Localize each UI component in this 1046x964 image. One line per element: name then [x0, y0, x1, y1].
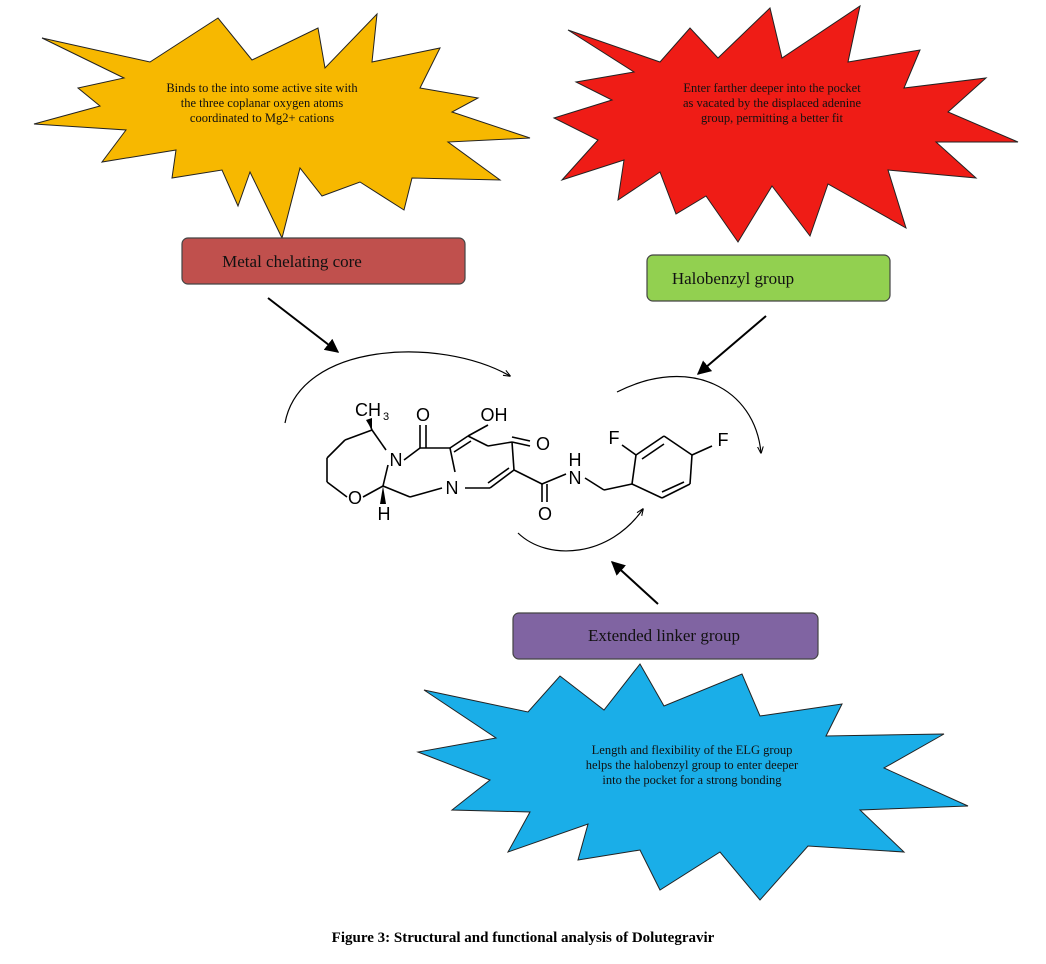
linker-note-line-2: helps the halobenzyl group to enter deep…: [586, 758, 799, 772]
metal-core-note-line-1: Binds to the into some active site with: [166, 81, 358, 95]
o-ring-label: O: [348, 488, 362, 508]
halobenzyl-burst: Enter farther deeper into the pocket as …: [552, 4, 1019, 243]
h-wedge: [380, 486, 386, 504]
metal-core-note-line-3: coordinated to Mg2+ cations: [190, 111, 334, 125]
linker-label-rect: [512, 612, 819, 660]
halobenzyl-label-rect: [646, 254, 891, 302]
halobenzyl-note-line-3: group, permitting a better fit: [701, 111, 844, 125]
metal-core-label-box: Metal chelating core: [181, 237, 466, 285]
halobenzyl-label-box: Halobenzyl group: [646, 254, 891, 302]
figure-caption: Figure 3: Structural and functional anal…: [332, 930, 715, 946]
metal-core-pointer-arrow: [267, 297, 340, 353]
linker-label: Extended linker group: [588, 626, 740, 645]
halobenzyl-label: Halobenzyl group: [672, 269, 794, 288]
benzyl-curved-arrow: [616, 376, 761, 453]
f2-label: F: [718, 430, 729, 450]
core-curved-arrow: [284, 351, 510, 424]
metal-core-burst: Binds to the into some active site with …: [33, 12, 531, 240]
metal-core-label: Metal chelating core: [222, 252, 362, 271]
halobenzyl-pointer-arrow: [696, 315, 767, 375]
linker-note-line-3: into the pocket for a strong bonding: [602, 773, 782, 787]
n1-label: N: [390, 450, 403, 470]
linker-pointer-arrow: [610, 561, 659, 605]
oh-label: OH: [481, 405, 508, 425]
h-label: H: [378, 504, 391, 524]
o-carbonyl-label: O: [416, 405, 430, 425]
ch3-label: CH: [355, 400, 381, 420]
linker-note-line-1: Length and flexibility of the ELG group: [592, 743, 793, 757]
n-amide-label: N: [569, 468, 582, 488]
dolutegravir-structure: CH 3 N N O H O OH O N H O F F: [326, 400, 729, 524]
h-amide-label: H: [569, 450, 582, 470]
ch3-subscript: 3: [383, 411, 389, 423]
linker-label-box: Extended linker group: [512, 612, 819, 660]
o-keto-label: O: [536, 434, 550, 454]
f1-label: F: [609, 428, 620, 448]
linker-burst: Length and flexibility of the ELG group …: [416, 663, 969, 901]
metal-core-label-rect: [181, 237, 466, 285]
burst-shape-blue: [416, 663, 969, 901]
metal-core-note-line-2: the three coplanar oxygen atoms: [181, 96, 344, 110]
burst-shape-red: [552, 4, 1019, 243]
o-amide-label: O: [538, 504, 552, 524]
halobenzyl-note-line-2: as vacated by the displaced adenine: [683, 96, 861, 110]
n2-label: N: [446, 478, 459, 498]
burst-shape-yellow: [33, 12, 531, 240]
halobenzyl-note-line-1: Enter farther deeper into the pocket: [683, 81, 861, 95]
linker-curved-arrow: [517, 509, 643, 552]
